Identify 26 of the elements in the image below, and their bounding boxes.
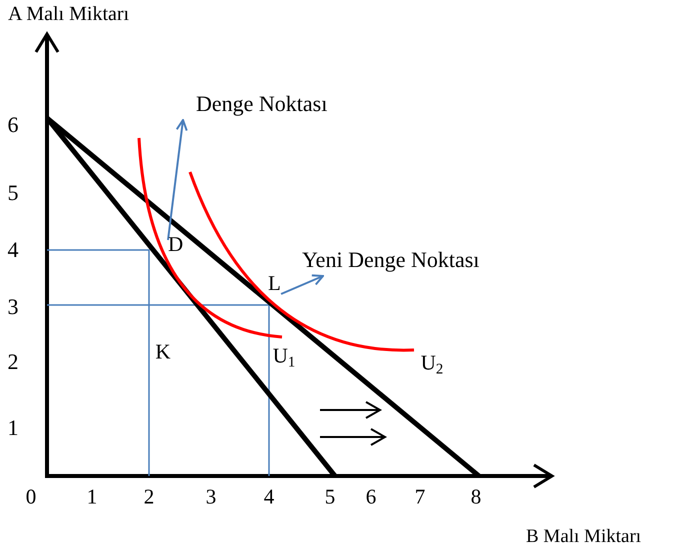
leader-arrow [280, 274, 324, 295]
chart-label: 4 [8, 239, 18, 261]
point-label: D [168, 233, 184, 256]
chart-label: 6 [8, 114, 18, 136]
leader-arrow [167, 119, 188, 240]
callout-label: Denge Noktası [196, 92, 328, 116]
chart-label: 5 [324, 486, 336, 508]
chart-label: 3 [206, 486, 216, 508]
chart-label: 3 [8, 296, 18, 318]
chart-label: 2 [144, 486, 154, 508]
chart-label: 1 [8, 417, 18, 439]
chart-label: 6 [366, 486, 376, 508]
chart-label: 0 [26, 486, 36, 508]
chart-label: 1 [86, 486, 98, 508]
chart-label: U$_{1}$ [272, 346, 296, 366]
chart-label: 2 [8, 351, 18, 373]
chart-label: 7 [414, 486, 426, 508]
point-label: L [268, 272, 281, 294]
chart-label: 4 [264, 486, 274, 508]
chart-label: 8 [470, 486, 482, 508]
chart-label: U$_{2}$ [420, 352, 444, 374]
chart-label: K [155, 342, 171, 362]
chart-label: 5 [8, 182, 18, 204]
callout-label: Yeni Denge Noktası [302, 248, 480, 272]
axis-title: B Malı Miktarı [526, 527, 642, 546]
axis-title: A Malı Miktarı [8, 4, 130, 24]
